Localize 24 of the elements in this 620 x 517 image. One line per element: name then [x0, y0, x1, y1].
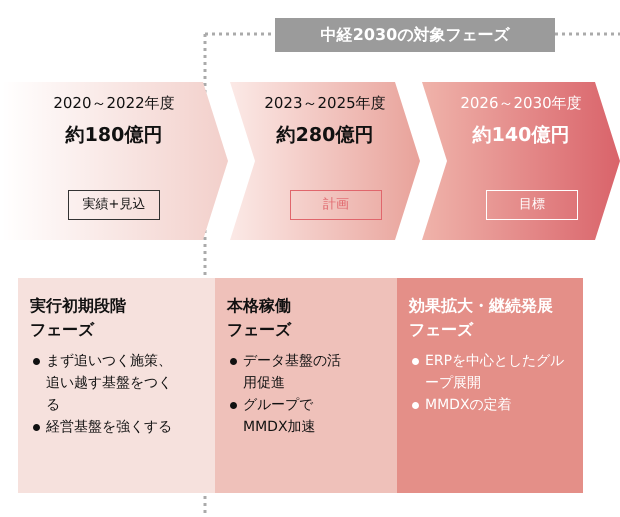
amount-label: 約140億円: [472, 124, 570, 146]
status-tag: 計画: [290, 190, 382, 220]
bullet-item: グループでMMDX加速: [227, 394, 346, 438]
bullet-item: ERPを中心としたグループ展開: [409, 350, 571, 394]
phase-band: [422, 82, 620, 240]
period-label: 2026～2030年度: [460, 94, 582, 112]
bullet-item: データ基盤の活用促進: [227, 350, 346, 394]
status-tag: 目標: [486, 190, 578, 220]
bullet-item: まず追いつく施策、追い越す基盤をつくる: [30, 350, 180, 416]
amount-label: 約280億円: [276, 124, 374, 146]
phase-band: [230, 82, 420, 240]
phase-banner: 中経2030の対象フェーズ: [275, 18, 555, 52]
period-label: 2023～2025年度: [264, 94, 386, 112]
phase-panel: [397, 278, 583, 493]
bullet-item: MMDXの定着: [409, 394, 571, 416]
phase-heading: 効果拡大・継続発展フェーズ: [409, 295, 553, 341]
amount-label: 約180億円: [66, 124, 162, 146]
phase-heading: 実行初期段階フェーズ: [30, 295, 127, 341]
period-label: 2020～2022年度: [53, 94, 175, 112]
phase-heading: 本格稼働フェーズ: [227, 295, 292, 341]
phase-panel: [18, 278, 215, 493]
status-tag: 実績+見込: [68, 190, 160, 220]
bullet-item: 経営基盤を強くする: [30, 416, 180, 438]
phase-panel: [215, 278, 397, 493]
